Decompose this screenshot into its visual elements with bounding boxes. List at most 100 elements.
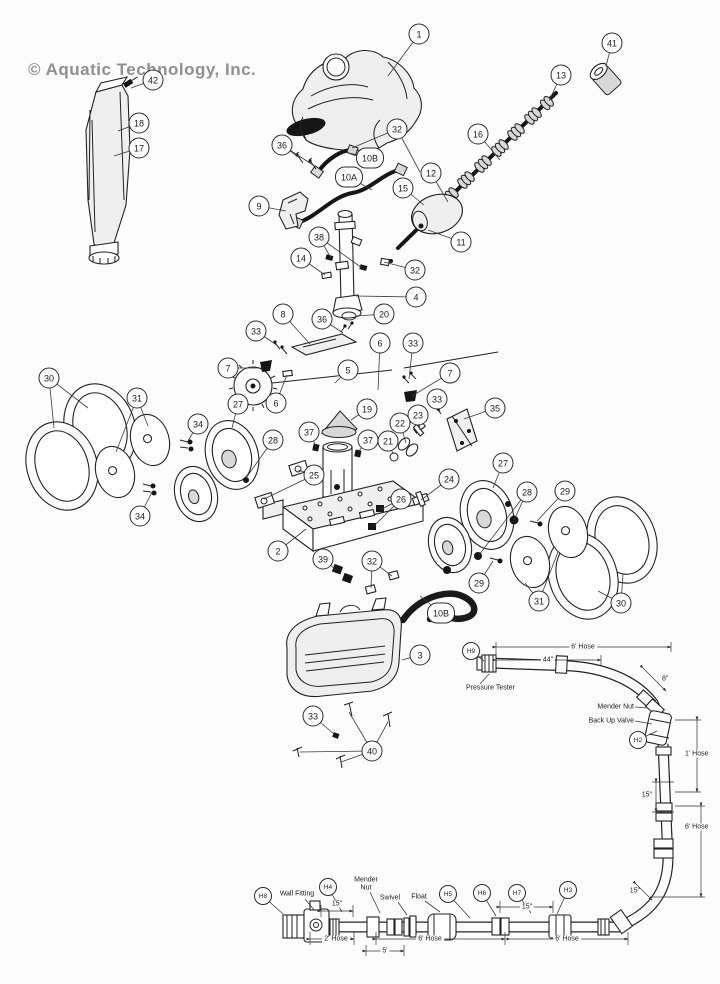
label-5--17: 5'	[380, 947, 390, 955]
callout-h9-59: H9	[462, 642, 480, 660]
label-6-hose-8: 6' Hose	[683, 823, 711, 831]
label-nut-12: Nut	[360, 884, 372, 892]
feed-hoses	[278, 144, 408, 230]
callout-31-50: 31	[528, 590, 550, 612]
callout-28-47: 28	[516, 481, 538, 503]
callout-33-22: 33	[245, 320, 267, 342]
callout-6-28: 6	[265, 392, 287, 414]
wheels-right	[427, 480, 658, 620]
callout-10b-55: 10B	[427, 602, 455, 624]
small-hardware	[334, 421, 430, 530]
callout-6-23: 6	[369, 332, 391, 354]
callout-37-41: 37	[357, 429, 379, 451]
bracket-plate-35	[446, 408, 478, 452]
watermark: © Aquatic Technology, Inc.	[28, 60, 257, 79]
label-15--13: 15"	[329, 900, 345, 908]
callout-42-6: 42	[142, 69, 164, 91]
callout-27-31: 27	[227, 393, 249, 415]
axle-screws-34	[142, 439, 194, 496]
callout-34-33: 34	[129, 505, 151, 527]
callout-14-16: 14	[290, 247, 312, 269]
callout-7-27: 7	[439, 362, 461, 384]
callout-13-2: 13	[550, 64, 572, 86]
callout-41-1: 41	[601, 32, 623, 54]
callout-29-48: 29	[554, 480, 576, 502]
callout-36-9: 36	[271, 134, 293, 156]
callout-h4-62: H4	[319, 878, 337, 896]
callout-18-7: 18	[128, 112, 150, 134]
callout-15-13: 15	[392, 177, 414, 199]
wheels-left	[25, 383, 260, 523]
vane-plate	[273, 321, 358, 356]
callout-h7-65: H7	[508, 884, 526, 902]
bottom-housing	[286, 597, 402, 698]
label-44--2: 44"	[540, 656, 556, 664]
label-6-hose-18: 6' Hose	[416, 935, 444, 943]
callout-30-51: 30	[610, 592, 632, 614]
callout-12-4: 12	[420, 162, 442, 184]
label-1-hose-6: 1' Hose	[683, 750, 711, 758]
clip-7-left	[260, 360, 272, 372]
sweep-hose-tip	[589, 62, 622, 96]
clip-7-right	[404, 390, 417, 402]
callout-7-26: 7	[217, 357, 239, 379]
callout-17-8: 17	[128, 137, 150, 159]
callout-3-56: 3	[409, 644, 431, 666]
callout-23-36: 23	[407, 404, 429, 426]
callout-2-52: 2	[267, 540, 289, 562]
callout-27-46: 27	[492, 452, 514, 474]
label-float-15: Float	[411, 893, 427, 901]
hose-assembly	[282, 642, 705, 956]
callout-36-21: 36	[311, 308, 333, 330]
feed-pipe	[321, 209, 393, 321]
callout-38-15: 38	[308, 226, 330, 248]
label-wall-fitting-10: Wall Fitting	[279, 890, 315, 898]
callout-1-0: 1	[408, 23, 430, 45]
callout-32-54: 32	[361, 550, 383, 572]
callout-9-14: 9	[248, 195, 270, 217]
callout-29-49: 29	[468, 572, 490, 594]
callout-33-35: 33	[426, 388, 448, 410]
label-mender-nut-4: Mender Nut	[597, 703, 634, 711]
bracket-9	[278, 191, 309, 230]
label-2-hose-16: 2' Hose	[322, 935, 350, 943]
callout-26-44: 26	[390, 488, 412, 510]
label-pressure-tester-0: Pressure Tester	[466, 684, 515, 692]
swivel-part	[403, 915, 417, 938]
filter-bag	[85, 76, 138, 265]
label-back-up-valve-5: Back Up Valve	[588, 717, 634, 725]
callout-5-25: 5	[337, 359, 359, 381]
callout-31-30: 31	[126, 387, 148, 409]
callout-28-42: 28	[262, 429, 284, 451]
label-swivel-14: Swivel	[379, 894, 401, 902]
callout-39-53: 39	[312, 548, 334, 570]
callout-32-10: 32	[386, 118, 408, 140]
callout-h5-63: H5	[439, 885, 457, 903]
chassis	[243, 408, 478, 553]
label-15--19: 15"	[519, 903, 535, 911]
callout-21-38: 21	[377, 430, 399, 452]
callout-10b-11: 10B	[356, 147, 384, 169]
callout-25-43: 25	[303, 464, 325, 486]
callout-16-3: 16	[467, 123, 489, 145]
head-float	[411, 193, 463, 235]
callout-20-19: 20	[373, 303, 395, 325]
label-6-hose-1: 6' Hose	[569, 643, 597, 651]
pressure-tester	[476, 654, 497, 673]
callout-24-45: 24	[438, 468, 460, 490]
callout-19-34: 19	[356, 398, 378, 420]
callout-37-40: 37	[298, 421, 320, 443]
callout-33-57: 33	[302, 705, 324, 727]
callout-35-39: 35	[484, 397, 506, 419]
callout-40-58: 40	[361, 740, 383, 762]
callout-h3-66: H3	[559, 881, 577, 899]
backup-valve	[644, 710, 672, 746]
bag-screw	[123, 76, 138, 88]
callout-h2-60: H2	[629, 731, 647, 749]
callout-30-29: 30	[38, 367, 60, 389]
callout-h6-64: H6	[473, 884, 491, 902]
callout-22-37: 22	[389, 412, 411, 434]
label-8--3: 8"	[662, 675, 669, 683]
